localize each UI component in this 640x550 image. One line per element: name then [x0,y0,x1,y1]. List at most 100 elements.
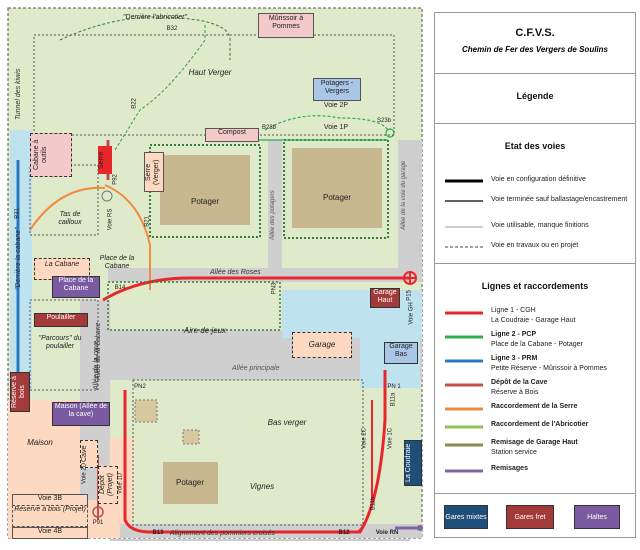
voie-gh-label: Voie GH [408,302,415,325]
legend-dashed-line: Voie en travaux ou en projet [445,241,633,259]
b11b-label: B11b [370,496,377,511]
pn3-label: PN3 [271,282,278,295]
voie-4b-label: Voie 4B [12,527,88,539]
reserve-bois-projet-label: Réserve à bois (Projet) [12,505,88,527]
legend-thin-line: Voie terminée sauf ballastage/encastreme… [445,195,633,213]
legend-header-subtitle: Chemin de Fer des Vergers de Soulins [462,45,608,54]
haut-verger-label: Haut Verger [188,68,232,77]
allee-cabane-label: Allée de la cabane [95,322,102,381]
maison-halt[interactable]: Maison (Allée de la cave) [52,402,110,426]
voie-1c-label: Voie 1C [387,427,394,449]
s23b-label: S23b [376,118,391,124]
vigne-square-1 [134,399,158,423]
track-state-title: Etat des voies [504,141,566,151]
voie-1d-label: Voie 1D [117,472,124,494]
voie-rn-end [417,525,423,531]
voie-2c-track [357,400,373,533]
serre-label: Serre [98,146,112,174]
raccordement-serre-track [29,186,106,231]
allee-potagers-path [268,140,282,268]
allee-gh-path [398,140,422,280]
legend-thin-label: Voie terminée sauf ballastage/encastreme… [491,196,628,203]
b11a-label: B11a [390,392,397,407]
tas-cailloux-label: Tas de cailloux [58,211,82,227]
legend-dashed-label: Voie en travaux ou en projet [491,242,579,249]
p91-terminal [92,506,104,518]
bas-verger-border [132,379,364,526]
derriere-abricotier-label: "Derrière l'abricotier" [123,14,187,21]
garage-bas-label[interactable]: Garage Bas [384,342,418,364]
voie-1p-label: Voie 1P [323,124,349,131]
track-state-section: Etat des voies Voie en configuration déf… [435,123,635,264]
lines-section: Lignes et raccordements Ligne 1 - CGH La… [435,263,635,494]
aire-jeux-label: Aire de jeux [183,326,227,335]
poulailler-label[interactable]: Poulailler [34,313,88,327]
potager-right-label: Potager [322,193,352,202]
key-haltes: Haltes [574,505,620,529]
depot-name: Dépôt de la Cave [491,379,548,386]
legend-thick-line: Voie en configuration définitive [445,175,633,193]
line-1-name: Ligne 1 - CGH [491,307,536,314]
b22-label: B22 [131,98,138,109]
poulailler-enclosure-border [29,299,99,391]
legend-title: Légende [516,91,554,101]
b23b-label: B23b [261,125,276,131]
place-cabane-area-label: Place de la Cabane [99,255,135,271]
lines-title: Lignes et raccordements [481,281,589,291]
ligne1-loop-track [123,370,387,534]
pn1-label: PN 1 [387,384,401,390]
allee-cave-label: Allée de la cave [93,340,100,391]
place-cabane-halt[interactable]: Place de la Cabane [52,276,100,298]
reserve-bois-label[interactable]: Réserve à bois [10,372,30,412]
pn2-label: PN2 [134,384,146,390]
voie-rs-label: Voie RS [107,208,114,231]
line-3-name: Ligne 3 - PRM [491,355,538,362]
ligne1-track [102,276,410,302]
b21-label: B21 [144,216,151,227]
potager-bottom-field [163,462,218,504]
parcours-poulailler-label: "Parcours" du poulailler [38,335,82,351]
line-1-sub: La Coudraie - Garage Haut [491,317,576,324]
depot-sub: Réserve à Bois [491,389,539,396]
maison-label: Maison [27,438,53,447]
remisages-name: Remisages [491,465,528,472]
potager-bottom-label: Potager [175,478,205,487]
legend-panel: C.F.V.S. Chemin de Fer des Vergers de So… [434,12,636,538]
aire-jeux-border [107,281,281,331]
la-coudraie-label[interactable]: La Coudraie [404,440,422,486]
compost-label: Compost [205,128,259,142]
derriere-cabane-label: "Derrière la cabane" [15,227,22,290]
murissoir-label: Mûrissoir à Pommes [258,13,314,38]
allee-roses-label: Allée des Roses [209,269,261,276]
voie-rs-track [104,184,151,290]
alignement-label: Alignement des pommiers croisés [169,530,276,537]
header-section: C.F.V.S. Chemin de Fer des Vergers de So… [435,13,635,74]
garage-haut-label[interactable]: Garage Haut [370,288,400,308]
allee-potagers-label: Allée des potagers [270,190,276,241]
serre-name: Raccordement de la Serre [491,403,578,410]
b13-label: B13 [152,530,164,536]
legend-thick-label: Voie en configuration définitive [491,176,586,183]
potager-left-field [160,155,250,225]
legend-gray-label: Voie utilisable, manque finitions [491,222,589,229]
voie-rn-label: Voie RN [375,530,399,536]
depot-projet-label: Dépôt (Projet) [98,466,118,504]
voie-2d-label: Voie 2D [81,462,88,484]
garage-haut-sub: Station service [491,449,537,456]
legend-gray-line: Voie utilisable, manque finitions [445,221,633,239]
b32-label: B32 [166,26,178,32]
potager-right-field [292,148,382,228]
potagers-vergers-label: Potagers - Vergers [313,78,361,101]
cabane-water-zone [10,130,32,390]
voie-2p-label: Voie 2P [323,102,349,109]
b31-label: B31 [14,208,21,219]
serre-station-dot [101,190,113,202]
bas-verger-label: Bas verger [267,418,307,427]
legend-title-section: Légende [435,73,635,124]
garage-label: Garage [292,332,352,358]
line-2-name: Ligne 2 - PCP [491,331,537,338]
garage-haut-name: Remisage de Garage Haut [491,439,578,446]
voie-2c-label: Voie 2C [361,427,368,449]
abricotier-name: Raccordement de l'Abricotier [491,421,589,428]
serre-vergers-label: Serre (Verger) [144,152,164,192]
